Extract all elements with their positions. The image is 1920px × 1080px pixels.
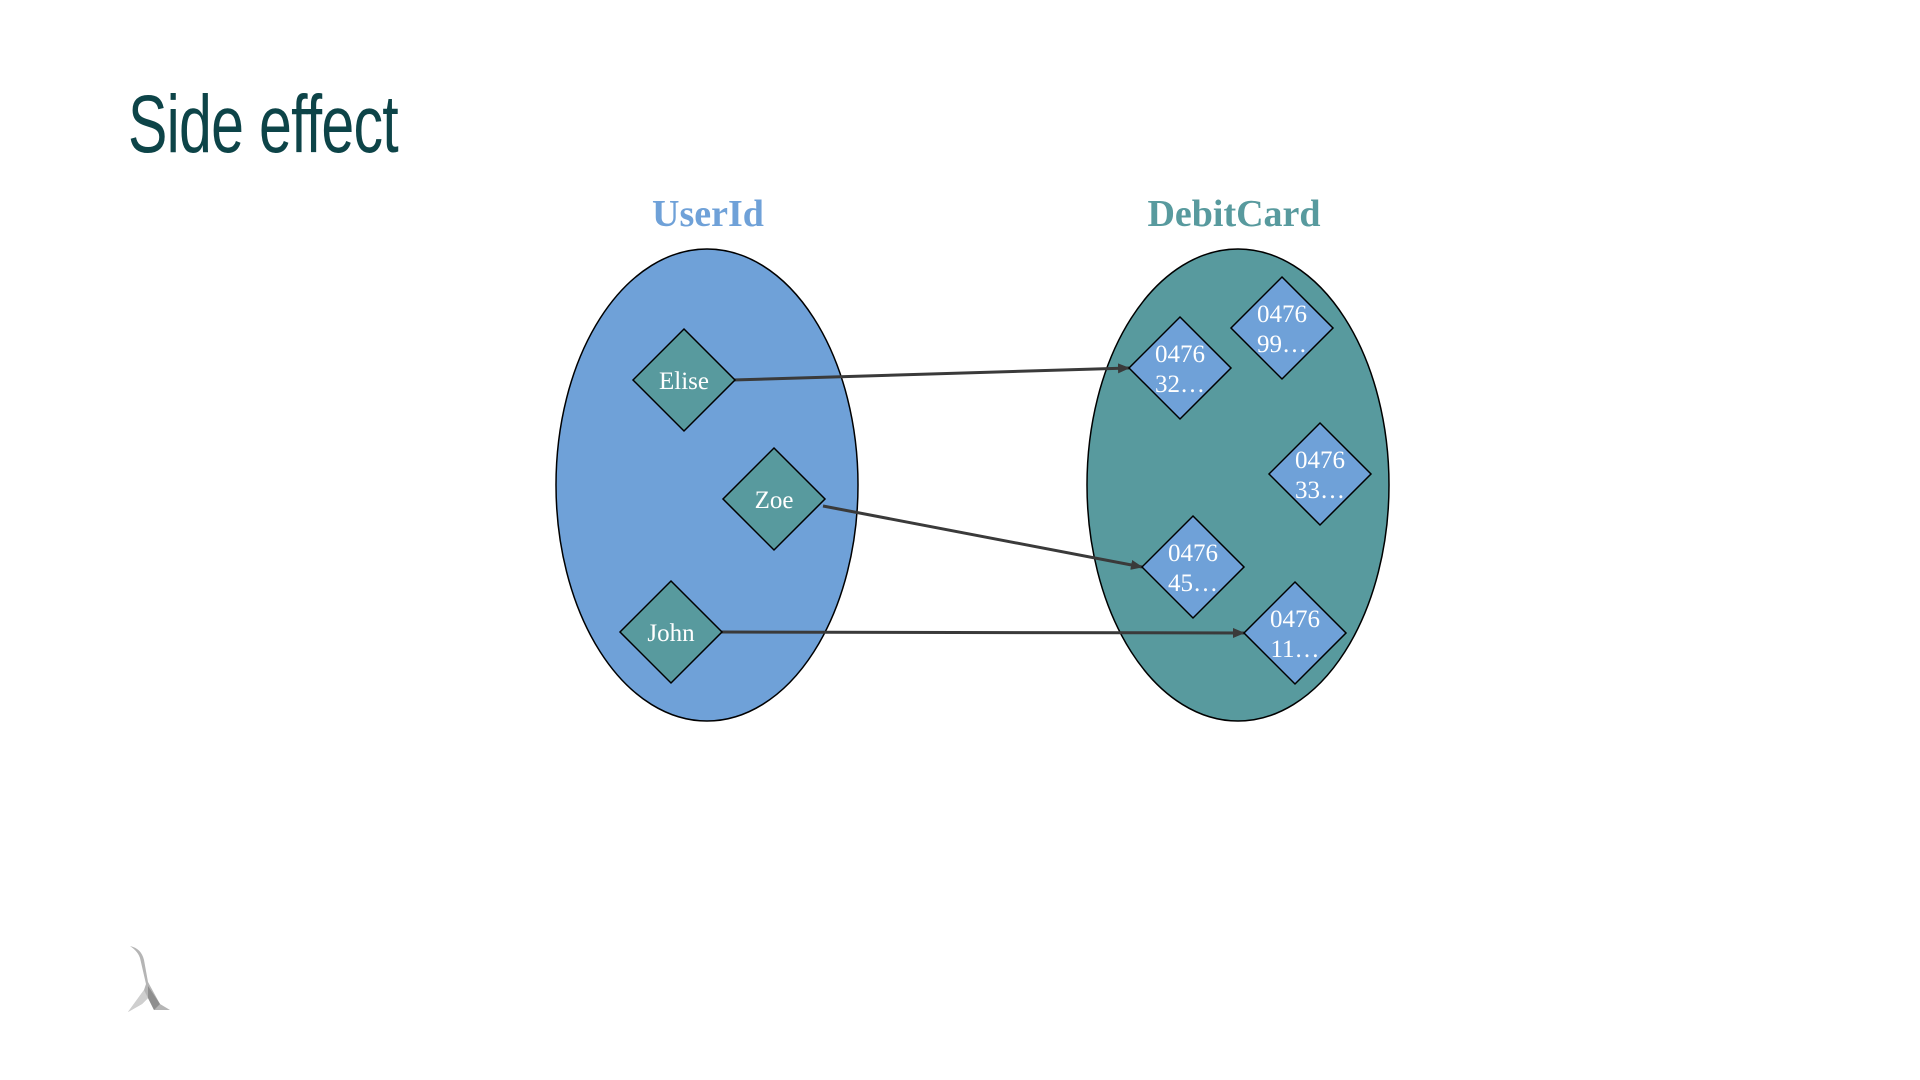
codomain-element-card-45: 0476 45… (1140, 514, 1246, 620)
domain-set-ellipse (555, 248, 859, 722)
element-diamond (1229, 275, 1335, 381)
element-diamond (1267, 421, 1373, 527)
element-label: 0476 (1155, 341, 1205, 368)
element-label: 0476 (1295, 447, 1345, 474)
domain-set-label: UserId (652, 193, 764, 235)
element-diamond (721, 446, 827, 552)
element-label: 45… (1168, 570, 1218, 597)
codomain-element-card-33: 0476 33… (1267, 421, 1373, 527)
codomain-element-card-99: 0476 99… (1229, 275, 1335, 381)
element-label: 11… (1270, 636, 1319, 663)
element-label: 0476 (1168, 540, 1218, 567)
element-label: Elise (659, 368, 709, 395)
element-label: 0476 (1270, 606, 1320, 633)
element-label: 0476 (1257, 301, 1307, 328)
element-label: 99… (1257, 331, 1307, 358)
element-label: John (647, 620, 695, 647)
element-label: Zoe (755, 487, 794, 514)
mapping-arrow-zoe-to-card-45 (822, 504, 1143, 570)
mapping-arrows (719, 363, 1245, 638)
domain-element-john: John (618, 579, 724, 685)
element-diamond (1140, 514, 1246, 620)
element-diamond (1127, 315, 1233, 421)
element-label: 32… (1155, 371, 1205, 398)
element-diamond (618, 579, 724, 685)
domain-element-elise: Elise (631, 327, 737, 433)
mapping-arrow-john-to-card-11 (719, 627, 1245, 638)
element-diamond (1242, 580, 1348, 686)
element-diamond (631, 327, 737, 433)
codomain-element-card-32: 0476 32… (1127, 315, 1233, 421)
mapping-arrow-elise-to-card-32 (732, 363, 1130, 382)
domain-element-zoe: Zoe (721, 446, 827, 552)
lambda-logo-icon (128, 946, 170, 1012)
element-label: 33… (1295, 477, 1345, 504)
codomain-set-label: DebitCard (1147, 193, 1320, 235)
slide-title: Side effect (128, 79, 399, 170)
codomain-element-card-11: 0476 11… (1242, 580, 1348, 686)
